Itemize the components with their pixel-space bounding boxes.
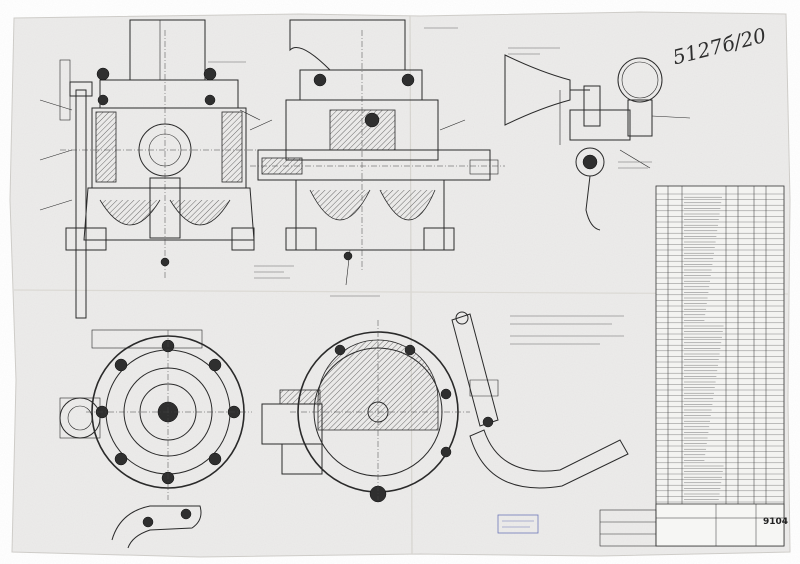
title-block [655,503,785,547]
handwritten-notes [208,27,652,345]
round-front-view [59,329,252,549]
parts-table-rows [656,193,784,506]
round-section-view [261,311,629,503]
parts-table-frame [655,185,785,547]
signature-block [599,509,657,547]
fold-line-vertical [409,15,413,555]
front-section-view [39,19,273,319]
parts-list-table: 9104 [655,185,788,547]
side-section-view [239,19,505,286]
horn-detail-view [504,54,691,231]
sheet-code: 9104 [763,517,788,527]
archive-stamp [497,514,539,534]
